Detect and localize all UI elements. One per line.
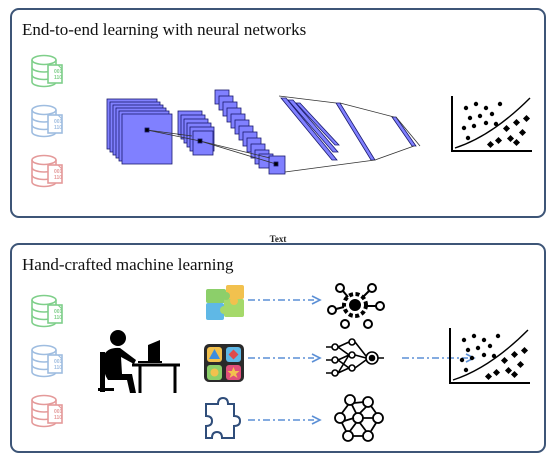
cnn-layer-3 — [214, 89, 286, 175]
svg-text:001: 001 — [54, 69, 63, 75]
cnn-fc-layer-2 — [391, 116, 417, 147]
dashed-arrow — [247, 295, 321, 305]
scatter-plot-icon-top — [451, 95, 533, 152]
svg-text:110: 110 — [54, 75, 62, 81]
neural-network-icon — [326, 338, 384, 377]
cnn-illustration — [106, 89, 421, 175]
cnn-dense-strip — [280, 97, 340, 161]
puzzle-pieces-color-icon — [206, 285, 244, 320]
svg-text:001: 001 — [54, 119, 63, 125]
end-to-end-panel: End-to-end learning with neural networks — [10, 8, 546, 218]
svg-text:110: 110 — [54, 125, 62, 131]
svg-text:110: 110 — [54, 365, 62, 371]
svg-text:001: 001 — [54, 409, 63, 415]
dashed-arrow — [247, 353, 321, 363]
caption-label: Text — [269, 234, 287, 244]
cnn-fc-layer-1 — [335, 102, 376, 161]
shapes-toy-icon — [204, 344, 244, 382]
panel-title: End-to-end learning with neural networks — [22, 20, 307, 39]
scatter-plot-icon-bottom — [449, 327, 531, 384]
svg-text:110: 110 — [54, 175, 62, 181]
svg-text:110: 110 — [54, 415, 62, 421]
svg-text:001: 001 — [54, 359, 63, 365]
cnn-layer-2 — [177, 110, 215, 156]
puzzle-outline-icon — [205, 396, 242, 439]
graph-network-icon — [334, 394, 384, 442]
dashed-arrow — [247, 415, 321, 425]
cnn-layer-1 — [106, 98, 173, 165]
person-at-computer-icon — [98, 330, 180, 393]
svg-text:001: 001 — [54, 169, 63, 175]
hand-crafted-panel: Hand-crafted machine learning — [10, 243, 546, 453]
svg-text:001: 001 — [54, 309, 63, 315]
gear-network-icon — [327, 283, 385, 329]
svg-text:110: 110 — [54, 315, 62, 321]
panel-title: Hand-crafted machine learning — [22, 255, 234, 274]
